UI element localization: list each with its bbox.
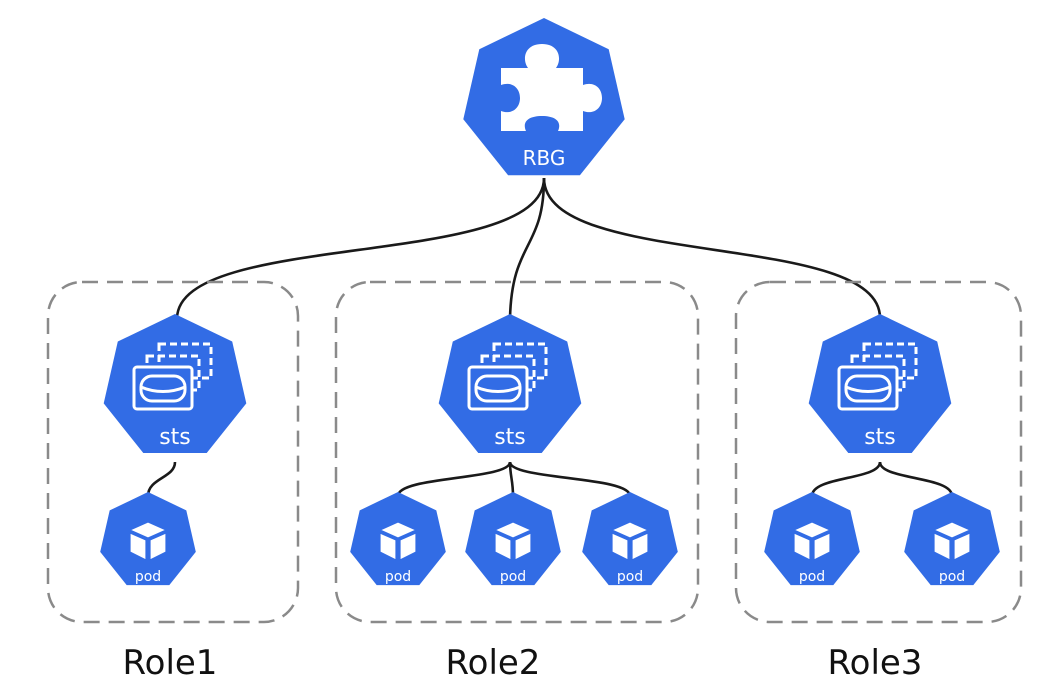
- connector-role1-pod1: [146, 461, 177, 497]
- connector-rbg-role3: [542, 177, 882, 319]
- cube-icon: [932, 521, 972, 561]
- connector-role2-pod3: [508, 461, 632, 497]
- role1-group: [46, 280, 300, 624]
- pod-label: pod: [500, 569, 526, 585]
- role3-group: [734, 280, 1023, 624]
- connector-role2-pod1: [396, 461, 512, 497]
- cube-icon: [128, 521, 168, 561]
- rbg-node[interactable]: RBG: [463, 18, 625, 176]
- role1-sts-node[interactable]: sts: [103, 314, 247, 453]
- connector-rbg-role1: [175, 177, 546, 319]
- statefulset-icon: [132, 342, 213, 411]
- role2-sts-label: sts: [494, 425, 526, 450]
- pod-label: pod: [385, 569, 411, 585]
- role1-sts-label: sts: [159, 425, 191, 450]
- cube-icon: [493, 521, 533, 561]
- role1-label: Role1: [123, 643, 218, 683]
- role3-pod-2[interactable]: pod: [904, 492, 1000, 586]
- role1-pod-1[interactable]: pod: [100, 492, 196, 586]
- connectors: [146, 177, 954, 497]
- cube-icon: [792, 521, 832, 561]
- role2-sts-node[interactable]: sts: [438, 314, 582, 453]
- statefulset-icon: [467, 342, 548, 411]
- role2-pod-1[interactable]: pod: [350, 492, 446, 586]
- role2-group: [334, 280, 700, 624]
- pod-label: pod: [799, 569, 825, 585]
- pod-label: pod: [617, 569, 643, 585]
- role2-pod-3[interactable]: pod: [582, 492, 678, 586]
- role2-pod-2[interactable]: pod: [465, 492, 561, 586]
- role3-sts-label: sts: [864, 425, 896, 450]
- connector-rbg-role2: [508, 177, 546, 319]
- pod-label: pod: [939, 569, 965, 585]
- role3-label: Role3: [828, 643, 923, 683]
- puzzle-icon: [501, 44, 602, 131]
- pod-label: pod: [135, 569, 161, 585]
- role3-sts-node[interactable]: sts: [808, 314, 952, 453]
- cube-icon: [610, 521, 650, 561]
- connector-role3-pod2: [878, 461, 954, 497]
- rbg-label: RBG: [523, 146, 566, 170]
- connector-role3-pod1: [810, 461, 882, 497]
- cube-icon: [378, 521, 418, 561]
- role2-label: Role2: [446, 643, 541, 683]
- role3-pod-1[interactable]: pod: [764, 492, 860, 586]
- statefulset-icon: [837, 342, 918, 411]
